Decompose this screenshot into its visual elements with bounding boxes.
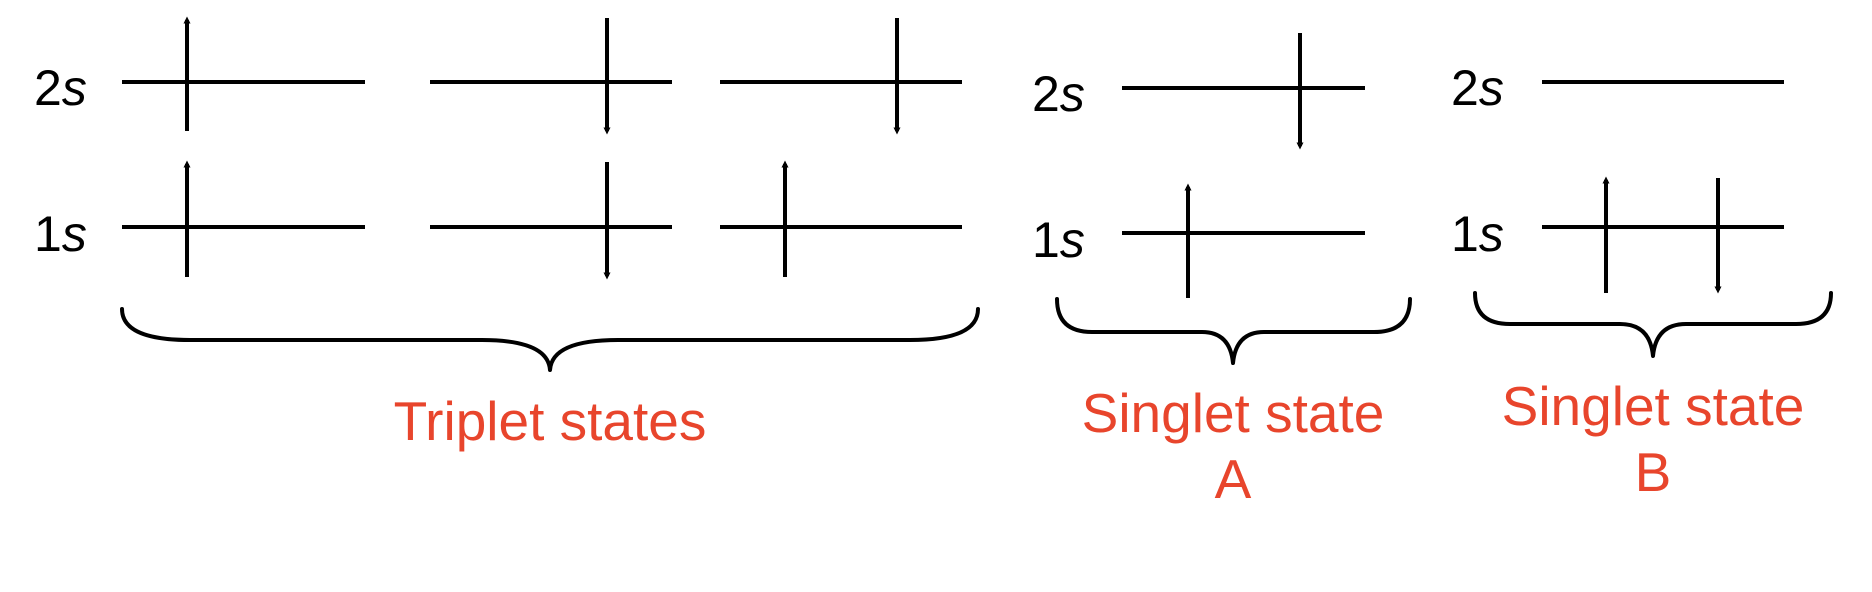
group-label-singlet-state-a: Singlet state A (1082, 380, 1385, 512)
orbital-label-1s-singlet-b: 1s (1451, 209, 1504, 259)
orbital-label-1s-singlet-a: 1s (1032, 215, 1085, 265)
orbital-label-number: 1 (1451, 206, 1479, 262)
orbital-label-number: 2 (1451, 60, 1479, 116)
group-label-triplet-states: Triplet states (393, 390, 707, 452)
brace-singlet-state-b (1473, 291, 1833, 358)
group-braces (120, 291, 1833, 372)
orbital-label-2s: 2s (34, 63, 87, 113)
group-label-line1: Singlet state (1501, 375, 1805, 437)
group-label-singlet-state-b: Singlet state B (1502, 373, 1805, 505)
orbital-lines (122, 80, 1784, 235)
spin-arrows (183, 16, 1722, 298)
orbital-label-number: 1 (1032, 212, 1060, 268)
orbital-label-number: 2 (1032, 66, 1060, 122)
orbital-label-letter: s (1478, 206, 1504, 262)
orbital-label-letter: s (1059, 66, 1085, 122)
orbital-label-letter: s (1478, 60, 1504, 116)
group-label-line2: B (1634, 441, 1672, 503)
brace-triplet-states (120, 307, 980, 372)
orbital-label-letter: s (61, 206, 87, 262)
orbital-label-letter: s (1059, 212, 1085, 268)
group-label-line1: Singlet state (1081, 382, 1385, 444)
orbital-label-number: 1 (34, 206, 62, 262)
group-label-line2: A (1214, 448, 1252, 510)
brace-singlet-state-a (1055, 297, 1412, 365)
orbital-label-1s: 1s (34, 209, 87, 259)
orbital-label-2s-singlet-b: 2s (1451, 63, 1504, 113)
orbital-label-2s-singlet-a: 2s (1032, 69, 1085, 119)
orbital-label-letter: s (61, 60, 87, 116)
orbital-label-number: 2 (34, 60, 62, 116)
